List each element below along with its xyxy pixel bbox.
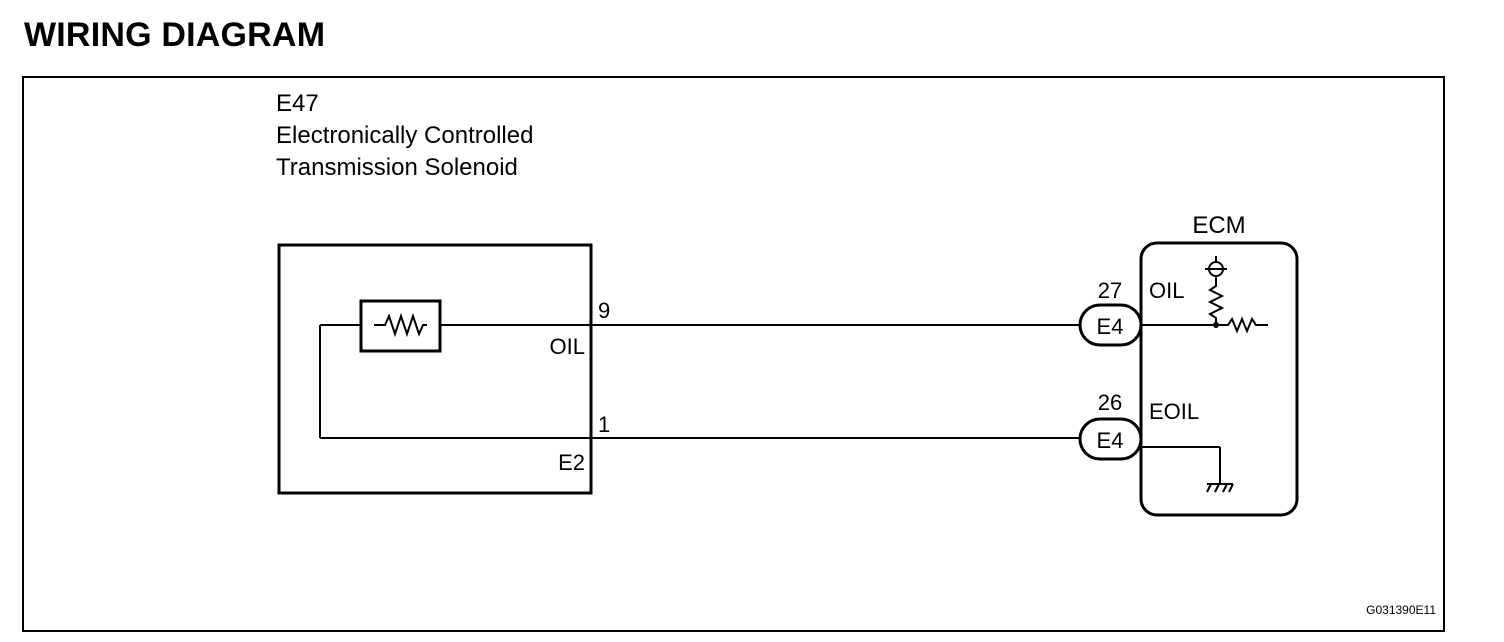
diagram-frame <box>22 76 1445 632</box>
ecm-pin-26: 26 <box>1098 390 1122 415</box>
ecm-box <box>1139 241 1299 517</box>
ecm-terminal-oil-label: OIL <box>1149 278 1184 303</box>
ground-hatch-3 <box>1222 483 1228 493</box>
connector-e4-bottom-label: E4 <box>1097 428 1124 453</box>
component-name-line2: Transmission Solenoid <box>276 154 518 181</box>
figure-id: G031390E11 <box>1366 603 1436 617</box>
solenoid-pin-9-label: OIL <box>550 334 585 359</box>
ecm-pin-27: 27 <box>1098 278 1122 303</box>
solenoid-pin-9: 9 <box>598 298 610 323</box>
solenoid-pin-1-label: E2 <box>558 450 585 475</box>
ground-hatch-1 <box>1206 483 1212 493</box>
solenoid-resistor-box <box>359 299 442 353</box>
component-name-line1: Electronically Controlled <box>276 122 533 149</box>
pull-up-resistor-icon <box>1207 277 1225 325</box>
solenoid-box <box>277 243 593 495</box>
connector-e4-bottom <box>1078 417 1143 461</box>
ground-hatch-2 <box>1214 483 1220 493</box>
ground-hatch-4 <box>1228 483 1234 493</box>
solenoid-resistor-icon <box>374 312 427 338</box>
ecm-terminal-eoil-label: EOIL <box>1149 399 1199 424</box>
page-title: WIRING DIAGRAM <box>24 16 326 54</box>
component-id: E47 <box>276 90 319 117</box>
connector-e4-top-label: E4 <box>1097 314 1124 339</box>
solenoid-pin-1: 1 <box>598 412 610 437</box>
ecm-title: ECM <box>1192 212 1245 239</box>
series-resistor-icon <box>1216 316 1268 334</box>
